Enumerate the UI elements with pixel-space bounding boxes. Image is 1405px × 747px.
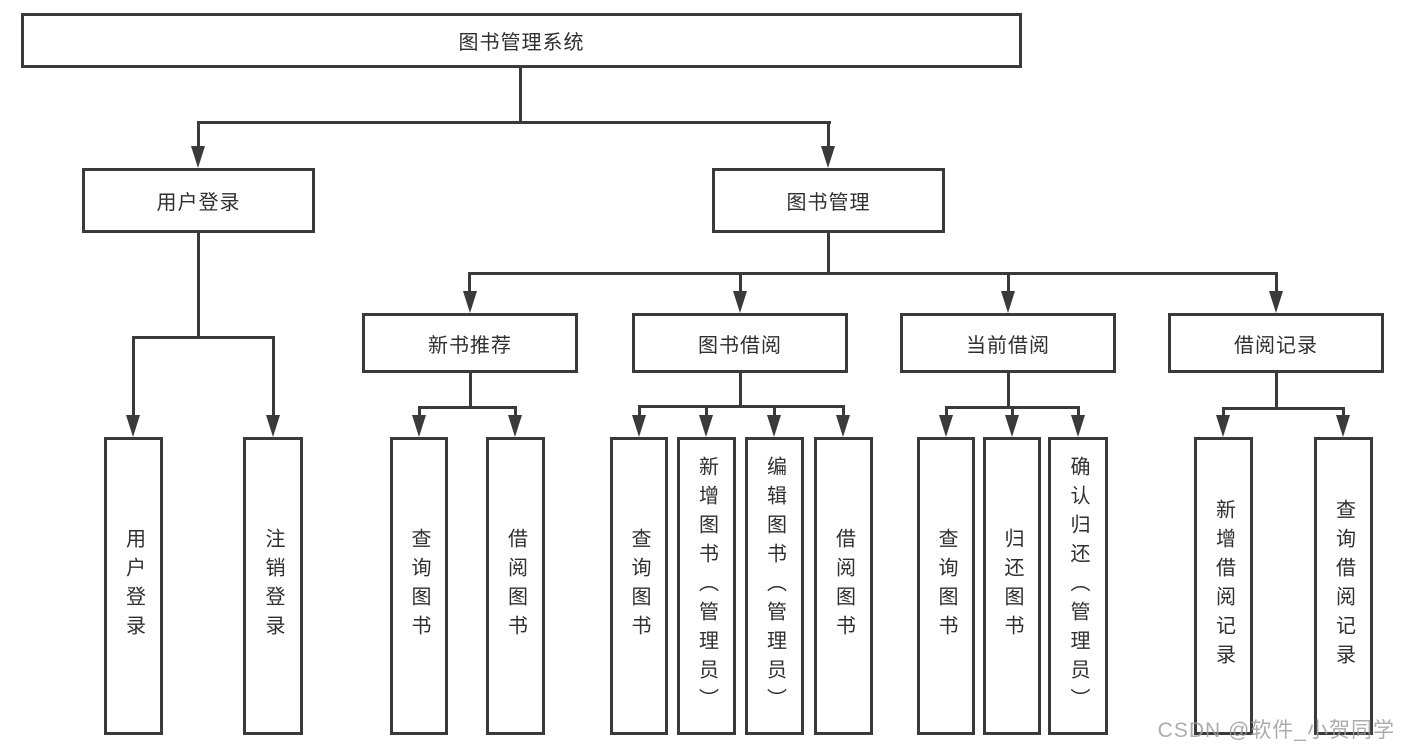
connector-drop-leaf-logout [272, 336, 275, 418]
connector-root-crossbar [197, 121, 831, 124]
leaf-bb-query-book-label: 查询图书 [628, 528, 650, 644]
leaf-logout-label: 注销登录 [262, 528, 284, 644]
connector-borrow-records-stem [1275, 373, 1278, 407]
connector-drop-bb-add [705, 405, 708, 418]
node-user-login: 用户登录 [82, 168, 315, 233]
leaf-bb-query-book: 查询图书 [610, 437, 668, 735]
connector-user-login-crossbar [132, 336, 275, 339]
leaf-br-add-record-label: 新增借阅记录 [1212, 499, 1235, 673]
leaf-bb-borrow-book: 借阅图书 [814, 437, 873, 735]
leaf-bb-add-book-label: 新增图书（管理员） [695, 455, 718, 717]
node-new-book-recommend-label: 新书推荐 [428, 334, 512, 357]
connector-drop-cb-confirm [1077, 406, 1080, 418]
arrow-cb-confirm [1071, 415, 1085, 437]
connector-drop-bb-edit [773, 405, 776, 418]
arrow-bb-borrow [836, 415, 850, 437]
node-current-borrow: 当前借阅 [900, 313, 1116, 373]
arrow-leaf-logout [266, 415, 280, 437]
node-root: 图书管理系统 [21, 13, 1022, 68]
arrow-book-management [821, 146, 835, 168]
arrow-current-borrow [1001, 291, 1015, 313]
leaf-cb-query-book-label: 查询图书 [935, 528, 957, 644]
csdn-watermark: CSDN @软件_小贺同学 [1157, 719, 1395, 742]
node-borrow-records-label: 借阅记录 [1234, 334, 1318, 357]
connector-new-book-stem [469, 373, 472, 406]
connector-drop-current-borrow [1007, 272, 1010, 293]
node-current-borrow-label: 当前借阅 [966, 334, 1050, 357]
arrow-borrow-records [1269, 291, 1283, 313]
node-book-management-label: 图书管理 [786, 192, 871, 214]
arrow-rec-query [412, 415, 426, 437]
leaf-user-login: 用户登录 [104, 437, 163, 735]
arrow-br-query [1336, 415, 1350, 437]
node-book-management: 图书管理 [712, 168, 945, 233]
node-user-login-label: 用户登录 [156, 192, 241, 214]
connector-drop-br-add [1222, 407, 1225, 418]
leaf-cb-confirm-return-label: 确认归还（管理员） [1067, 455, 1089, 717]
connector-drop-br-query [1342, 407, 1345, 418]
leaf-br-query-record-label: 查询借阅记录 [1332, 499, 1355, 673]
leaf-rec-borrow-book-label: 借阅图书 [504, 528, 527, 644]
connector-drop-user-login [197, 121, 200, 149]
connector-drop-cb-query [945, 406, 948, 418]
node-root-label: 图书管理系统 [458, 32, 585, 54]
leaf-bb-edit-book: 编辑图书（管理员） [745, 437, 804, 735]
connector-book-borrow-stem [739, 373, 742, 405]
leaf-bb-borrow-book-label: 借阅图书 [832, 528, 855, 644]
leaf-br-query-record: 查询借阅记录 [1314, 437, 1373, 735]
connector-drop-borrow-records [1275, 272, 1278, 293]
arrow-leaf-user-login [126, 415, 140, 437]
connector-borrow-records-crossbar [1222, 407, 1345, 410]
node-new-book-recommend: 新书推荐 [362, 313, 578, 373]
connector-book-borrow-crossbar [638, 405, 845, 408]
arrow-bb-add [699, 415, 713, 437]
node-book-borrow: 图书借阅 [632, 313, 848, 373]
connector-current-borrow-stem [1007, 373, 1010, 406]
arrow-bb-query [632, 415, 646, 437]
node-borrow-records: 借阅记录 [1168, 313, 1384, 373]
connector-book-management-stem [827, 233, 830, 272]
leaf-user-login-label: 用户登录 [122, 528, 145, 644]
leaf-cb-return-book-label: 归还图书 [1001, 528, 1023, 644]
connector-book-management-crossbar [468, 272, 1278, 275]
arrow-br-add [1216, 415, 1230, 437]
leaf-logout: 注销登录 [243, 437, 303, 735]
leaf-rec-borrow-book: 借阅图书 [486, 437, 545, 735]
leaf-cb-query-book: 查询图书 [917, 437, 975, 735]
connector-user-login-stem [197, 233, 200, 336]
arrow-user-login [191, 146, 205, 168]
leaf-br-add-record: 新增借阅记录 [1194, 437, 1253, 735]
arrow-bb-edit [767, 415, 781, 437]
connector-drop-rec-query [418, 406, 421, 418]
connector-drop-bb-query [638, 405, 641, 418]
leaf-rec-query-book: 查询图书 [390, 437, 448, 735]
arrow-cb-query [939, 415, 953, 437]
connector-new-book-crossbar [418, 406, 517, 409]
arrow-new-book [463, 291, 477, 313]
connector-drop-rec-borrow [514, 406, 517, 418]
connector-root-stem [519, 68, 522, 121]
arrow-rec-borrow [508, 415, 522, 437]
connector-drop-cb-return [1011, 406, 1014, 418]
connector-drop-book-borrow [739, 272, 742, 293]
leaf-rec-query-book-label: 查询图书 [408, 528, 430, 644]
arrow-book-borrow [733, 291, 747, 313]
arrow-cb-return [1005, 415, 1019, 437]
leaf-cb-confirm-return: 确认归还（管理员） [1048, 437, 1108, 735]
connector-drop-bb-borrow [842, 405, 845, 418]
connector-drop-book-management [827, 121, 830, 149]
leaf-bb-add-book: 新增图书（管理员） [677, 437, 736, 735]
connector-drop-leaf-user-login [132, 336, 135, 418]
leaf-bb-edit-book-label: 编辑图书（管理员） [763, 455, 786, 717]
node-book-borrow-label: 图书借阅 [698, 334, 782, 357]
leaf-cb-return-book: 归还图书 [983, 437, 1041, 735]
connector-drop-new-book [468, 272, 471, 293]
